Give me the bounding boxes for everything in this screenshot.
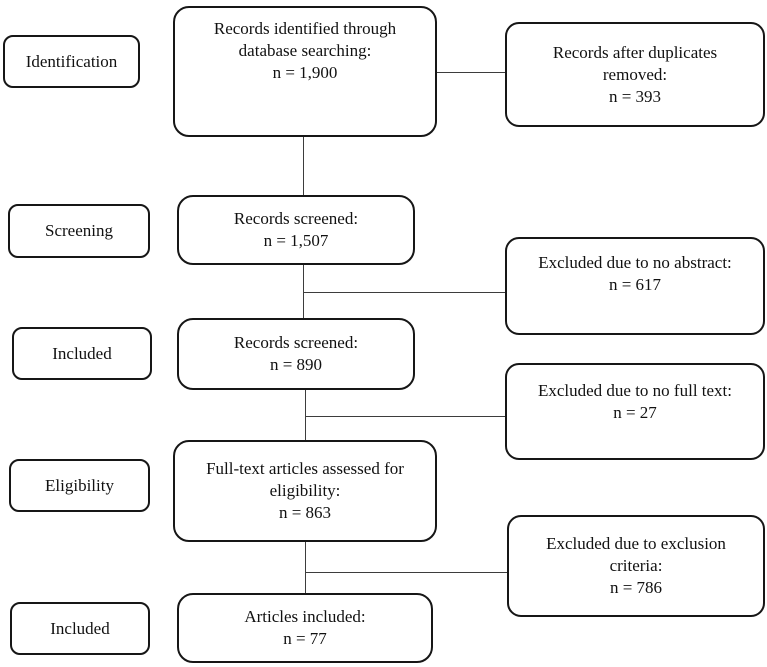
flow-box-count: n = 1,507 xyxy=(263,231,329,250)
stage-label-text: Screening xyxy=(45,221,113,240)
side-box-text: Excluded due to no full text: xyxy=(537,381,733,400)
flow-box-count: n = 77 xyxy=(283,629,327,648)
side-box-text: Records after duplicates removed: xyxy=(552,42,718,84)
side-box-duplicates-removed: Records after duplicates removed: n = 39… xyxy=(505,22,765,127)
stage-label-identification: Identification xyxy=(3,35,140,88)
side-box-count: n = 393 xyxy=(608,86,662,106)
flow-box-fulltext-assessed: Full-text articles assessed for eligibil… xyxy=(173,440,437,542)
side-box-count: n = 786 xyxy=(609,578,663,597)
stage-label-text: Identification xyxy=(25,51,118,71)
side-box-text: Excluded due to exclusion criteria: xyxy=(546,534,726,575)
flow-box-count: n = 863 xyxy=(278,503,332,522)
flow-box-count: n = 890 xyxy=(269,355,323,374)
flow-box-records-screened-1: Records screened: n = 1,507 xyxy=(177,195,415,265)
connector-identified-to-screened1 xyxy=(303,137,304,195)
side-box-count: n = 617 xyxy=(608,275,662,294)
flow-box-text: Records screened: xyxy=(233,209,359,228)
side-box-text: Excluded due to no abstract: xyxy=(538,253,732,272)
flow-box-text: Records screened: xyxy=(233,333,359,352)
side-box-excluded-no-abstract: Excluded due to no abstract: n = 617 xyxy=(505,237,765,335)
stage-label-screening: Screening xyxy=(8,204,150,258)
connector-screened2-to-fulltext xyxy=(305,390,306,440)
flow-box-text: Full-text articles assessed for eligibil… xyxy=(206,459,404,500)
stage-label-text: Included xyxy=(50,618,110,638)
flow-box-count: n = 1,900 xyxy=(272,63,338,82)
connector-identified-to-duplicates xyxy=(437,72,505,73)
flow-box-text: Records identified through database sear… xyxy=(213,19,397,60)
stage-label-text: Included xyxy=(52,343,112,363)
side-box-count: n = 27 xyxy=(613,403,657,422)
connector-branch-no-fulltext xyxy=(306,416,505,417)
connector-fulltext-to-included xyxy=(305,542,306,593)
stage-label-text: Eligibility xyxy=(45,475,114,495)
side-box-excluded-exclusion-criteria: Excluded due to exclusion criteria: n = … xyxy=(507,515,765,617)
stage-label-included-1: Included xyxy=(12,327,152,380)
flow-box-records-screened-2: Records screened: n = 890 xyxy=(177,318,415,390)
connector-branch-exclusion-criteria xyxy=(306,572,507,573)
stage-label-included-2: Included xyxy=(10,602,150,655)
connector-screened1-to-screened2 xyxy=(303,265,304,318)
connector-branch-no-abstract xyxy=(304,292,505,293)
flow-box-records-identified: Records identified through database sear… xyxy=(173,6,437,137)
stage-label-eligibility: Eligibility xyxy=(9,459,150,512)
side-box-excluded-no-fulltext: Excluded due to no full text: n = 27 xyxy=(505,363,765,460)
flow-box-articles-included: Articles included: n = 77 xyxy=(177,593,433,663)
flow-box-text: Articles included: xyxy=(244,607,366,626)
